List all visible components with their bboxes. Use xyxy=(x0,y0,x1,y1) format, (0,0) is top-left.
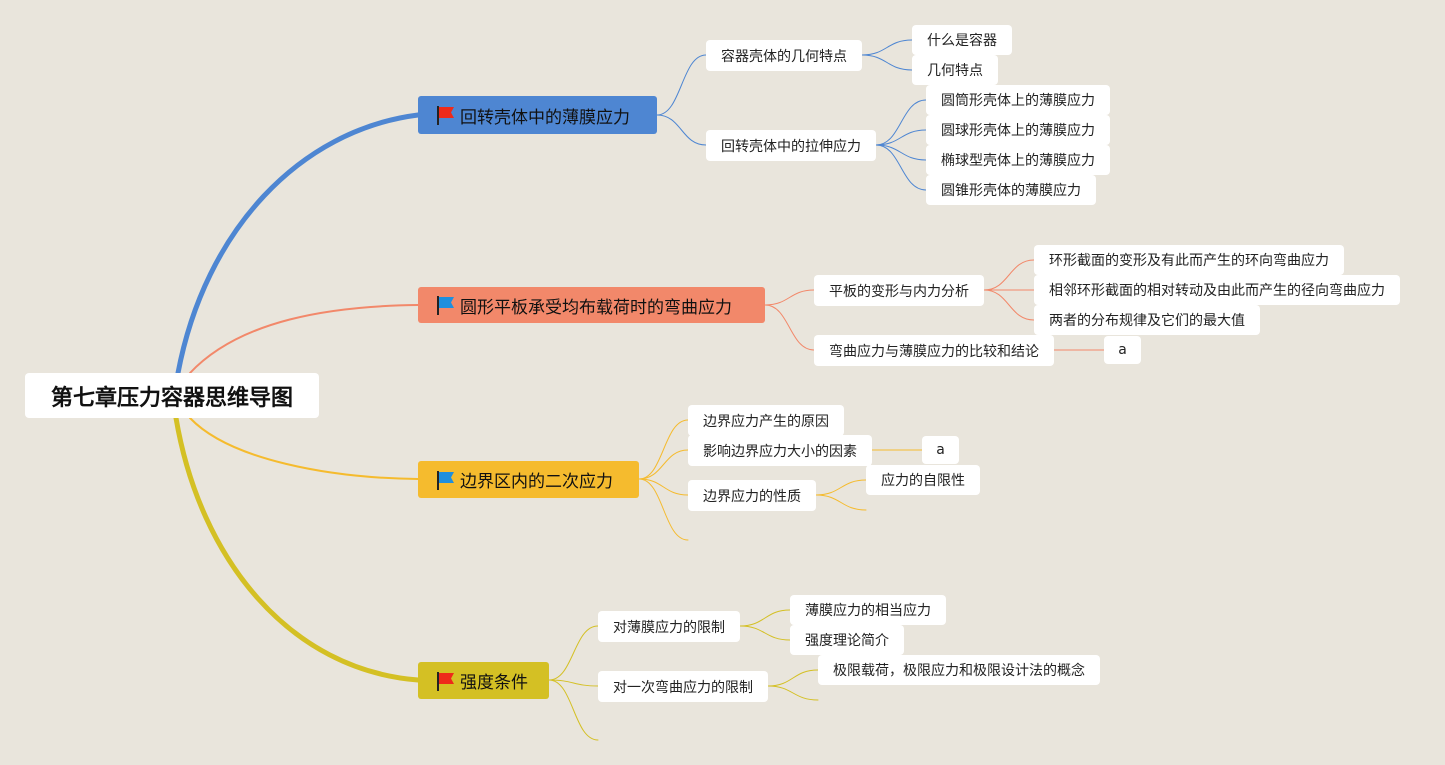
node-spherical-shell[interactable]: 圆球形壳体上的薄膜应力 xyxy=(926,115,1110,145)
node-boundary-factors[interactable]: 影响边界应力大小的因素 xyxy=(688,435,872,466)
connector-line xyxy=(875,144,927,191)
branch-strength-condition[interactable]: 强度条件 xyxy=(418,662,549,699)
branch-label: 回转壳体中的薄膜应力 xyxy=(460,107,630,128)
blue-flag-icon xyxy=(437,470,454,490)
node-boundary-nature[interactable]: 边界应力的性质 xyxy=(688,480,816,511)
connector-line xyxy=(548,679,599,741)
connector-line xyxy=(173,415,421,683)
connector-line xyxy=(739,625,791,641)
node-boundary-cause[interactable]: 边界应力产生的原因 xyxy=(688,405,844,436)
connector-line xyxy=(638,478,689,541)
node-a[interactable]: a xyxy=(1104,336,1141,364)
blue-flag-icon xyxy=(437,296,454,315)
node-cylindrical-shell[interactable]: 圆筒形壳体上的薄膜应力 xyxy=(926,85,1110,115)
root-title[interactable]: 第七章压力容器思维导图 xyxy=(25,373,319,418)
red-flag-icon xyxy=(437,106,454,125)
branch-label: 强度条件 xyxy=(460,673,528,693)
node-strength-theory[interactable]: 强度理论简介 xyxy=(790,625,904,655)
connector-line xyxy=(983,289,1035,321)
connector-line xyxy=(175,112,421,376)
connector-line xyxy=(548,679,599,687)
node-ellipsoidal-shell[interactable]: 椭球型壳体上的薄膜应力 xyxy=(926,145,1110,175)
connector-line xyxy=(767,669,819,687)
connector-line xyxy=(189,417,419,480)
node-what-is-container[interactable]: 什么是容器 xyxy=(912,25,1012,55)
node-plate-deformation[interactable]: 平板的变形与内力分析 xyxy=(814,275,984,306)
node-self-limiting[interactable]: 应力的自限性 xyxy=(866,465,980,495)
branch-membrane-stress[interactable]: 回转壳体中的薄膜应力 xyxy=(418,96,657,134)
branch-bending-stress[interactable]: 圆形平板承受均布载荷时的弯曲应力 xyxy=(418,287,765,323)
connector-line xyxy=(548,625,599,681)
connector-line xyxy=(767,685,819,701)
connector-line xyxy=(875,129,927,146)
connector-line xyxy=(764,289,815,306)
branch-label: 边界区内的二次应力 xyxy=(460,472,613,492)
node-geometry-features[interactable]: 容器壳体的几何特点 xyxy=(706,40,862,71)
connector-line xyxy=(739,609,791,627)
node-a[interactable]: a xyxy=(922,436,959,464)
connector-line xyxy=(861,54,913,71)
connector-line xyxy=(875,144,927,161)
connector-line xyxy=(983,259,1035,291)
connector-line xyxy=(189,304,419,374)
connector-line xyxy=(815,494,867,511)
connector-line xyxy=(638,449,689,480)
connector-line xyxy=(861,39,913,56)
node-conical-shell[interactable]: 圆锥形壳体的薄膜应力 xyxy=(926,175,1096,205)
connector-line xyxy=(875,99,927,146)
node-hoop-bending[interactable]: 环形截面的变形及有此而产生的环向弯曲应力 xyxy=(1034,245,1344,275)
connector-line xyxy=(656,114,707,146)
connector-line xyxy=(764,304,815,351)
branch-secondary-stress[interactable]: 边界区内的二次应力 xyxy=(418,461,639,498)
node-distribution-max[interactable]: 两者的分布规律及它们的最大值 xyxy=(1034,305,1260,335)
node-radial-bending[interactable]: 相邻环形截面的相对转动及由此而产生的径向弯曲应力 xyxy=(1034,275,1400,305)
connector-line xyxy=(656,54,707,116)
node-geometry[interactable]: 几何特点 xyxy=(912,55,998,85)
node-bending-vs-membrane[interactable]: 弯曲应力与薄膜应力的比较和结论 xyxy=(814,335,1054,366)
red-flag-icon xyxy=(437,671,454,691)
node-bending-limit[interactable]: 对一次弯曲应力的限制 xyxy=(598,671,768,702)
node-limit-load-concept[interactable]: 极限载荷，极限应力和极限设计法的概念 xyxy=(818,655,1100,685)
branch-label: 圆形平板承受均布载荷时的弯曲应力 xyxy=(460,297,732,318)
node-tensile-stress[interactable]: 回转壳体中的拉伸应力 xyxy=(706,130,876,161)
connector-line xyxy=(815,479,867,496)
connector-line xyxy=(638,419,689,480)
node-membrane-limit[interactable]: 对薄膜应力的限制 xyxy=(598,611,740,642)
connector-line xyxy=(638,478,689,496)
node-equivalent-stress[interactable]: 薄膜应力的相当应力 xyxy=(790,595,946,625)
